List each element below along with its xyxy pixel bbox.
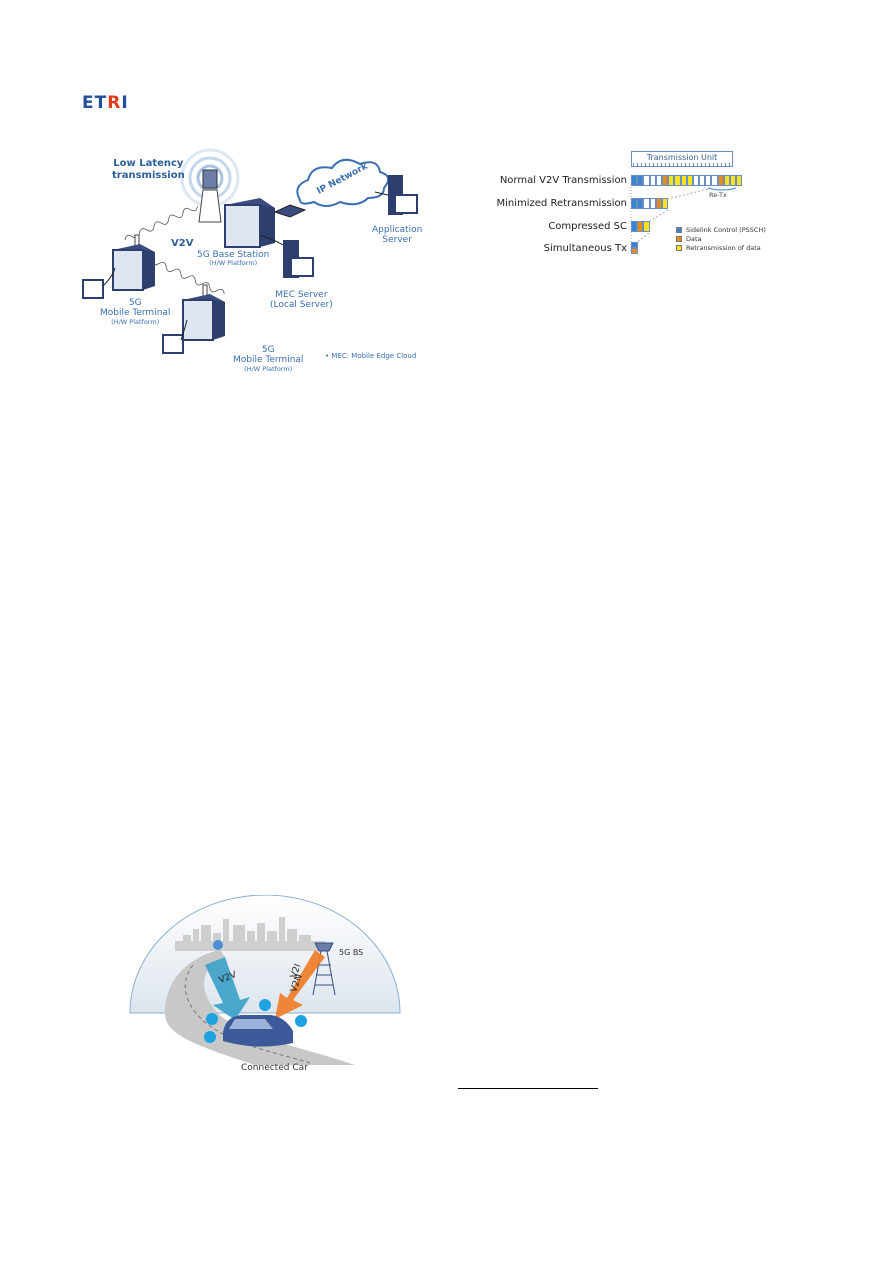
mobile-terminal-1-icon bbox=[82, 234, 155, 299]
row-bar-simultaneous bbox=[631, 242, 638, 254]
mobile-terminal-2-icon bbox=[162, 284, 225, 354]
person-icon bbox=[295, 1015, 307, 1027]
row-label-minimized: Minimized Retransmission bbox=[496, 198, 627, 209]
signal-icon bbox=[204, 1031, 216, 1043]
svg-text:V2I: V2I bbox=[289, 963, 303, 980]
row-label-simultaneous: Simultaneous Tx bbox=[543, 243, 627, 254]
mec-server-icon bbox=[259, 234, 314, 278]
legend-swatch-orange bbox=[676, 236, 682, 242]
v2i-v2n-arrow-icon bbox=[275, 950, 325, 1019]
city-skyline-icon bbox=[175, 917, 325, 951]
base-station-label: 5G Base Station(H/W Platform) bbox=[197, 250, 270, 268]
etri-logo: ETRI bbox=[82, 93, 129, 113]
network-figure: IP Network bbox=[75, 140, 445, 375]
tick-marks bbox=[633, 163, 731, 166]
row-bar-compressed bbox=[631, 221, 650, 232]
base-station-server-icon bbox=[224, 198, 275, 248]
router-icon bbox=[273, 204, 307, 218]
ip-network-cloud-icon: IP Network bbox=[296, 158, 390, 207]
row-label-normal: Normal V2V Transmission bbox=[499, 175, 627, 186]
svg-text:5G BS: 5G BS bbox=[339, 948, 363, 957]
legend-data: Data bbox=[676, 235, 702, 243]
row-bar-minimized bbox=[631, 198, 669, 209]
connected-car-figure: V2V V2I V2N 5G BS bbox=[125, 894, 405, 1065]
network-diagram-graphic: IP Network bbox=[82, 148, 418, 354]
transmission-unit-header: Transmission Unit bbox=[631, 151, 733, 167]
connected-car-graphic: V2V V2I V2N 5G BS bbox=[129, 894, 401, 1065]
base-station-antenna-icon bbox=[198, 169, 222, 223]
dashed-connectors bbox=[630, 187, 737, 251]
legend-sidelink-control: Sidelink Control (PSSCH) bbox=[676, 226, 766, 234]
legend-swatch-yellow bbox=[676, 245, 682, 251]
v2v-label: V2V bbox=[171, 238, 194, 249]
footnote-separator bbox=[458, 1088, 598, 1089]
legend-swatch-blue bbox=[676, 227, 682, 233]
application-server-icon bbox=[374, 175, 418, 215]
row-label-compressed: Compressed SC bbox=[548, 221, 627, 232]
car-icon bbox=[223, 1015, 293, 1047]
mec-server-label: MEC Server(Local Server) bbox=[270, 290, 333, 311]
vehicle-icon bbox=[206, 1013, 218, 1025]
drone-icon bbox=[213, 940, 223, 950]
retx-label: Re-Tx bbox=[709, 191, 727, 199]
connected-car-caption: Connected Car bbox=[241, 1063, 308, 1073]
v2v-arrow-icon bbox=[205, 957, 250, 1020]
legend-retransmission: Retransmission of data bbox=[676, 244, 761, 252]
row-bar-normal bbox=[631, 175, 743, 186]
mec-footnote: • MEC: Mobile Edge Cloud bbox=[325, 352, 417, 360]
5g-bs-tower-icon bbox=[312, 942, 336, 996]
warning-icon bbox=[259, 999, 271, 1011]
